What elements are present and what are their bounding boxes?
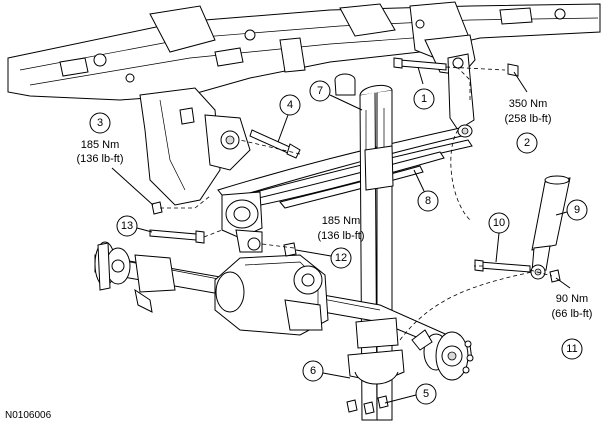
callout-1: 1	[413, 66, 435, 110]
spring-front-eye	[221, 191, 263, 253]
frame-rail	[7, 1, 601, 101]
rear-shackle-bracket	[424, 34, 476, 131]
front-spring-hanger	[139, 87, 251, 206]
callout-4: 4	[277, 94, 301, 143]
figure-id-code: N0106006	[5, 410, 52, 421]
callout-13: 13	[116, 215, 153, 237]
callout-12-label: 12	[335, 252, 347, 264]
shock-absorber	[530, 175, 571, 280]
callout-5-label: 5	[423, 388, 429, 400]
callout-3: 3 185 Nm (136 lb-ft)	[76, 112, 154, 206]
callout-8: 8	[413, 169, 439, 212]
assembly-paths	[160, 66, 553, 341]
callout-11: 90 Nm (66 lb-ft) 11	[552, 277, 593, 360]
callout-11-label: 11	[566, 343, 577, 355]
fasteners	[149, 57, 561, 415]
callout-6: 6	[302, 360, 351, 382]
callout-12: 185 Nm (136 lb-ft) 12	[295, 215, 365, 269]
callout-8-label: 8	[425, 195, 431, 207]
callout-3-torque-lbft: (136 lb-ft)	[76, 153, 123, 165]
callout-11-torque-lbft: (66 lb-ft)	[552, 308, 593, 320]
callout-1-label: 1	[421, 93, 427, 105]
callout-9-label: 9	[574, 204, 580, 216]
axle-housing	[94, 241, 473, 361]
callout-2-torque-nm: 350 Nm	[509, 98, 548, 110]
callout-2-torque-lbft: (258 lb-ft)	[504, 113, 551, 125]
wheel-hub	[411, 329, 474, 381]
callout-13-label: 13	[121, 220, 133, 232]
callout-6-label: 6	[310, 365, 316, 377]
callout-7: 7	[309, 80, 363, 111]
callout-7-label: 7	[317, 85, 323, 97]
callout-3-label: 3	[97, 117, 103, 129]
callout-2: 350 Nm (258 lb-ft) 2	[504, 71, 552, 154]
differential	[214, 254, 329, 336]
callout-2-label: 2	[524, 137, 530, 149]
callout-5: 5	[384, 383, 437, 405]
callout-10-label: 10	[493, 217, 505, 229]
callout-3-torque-nm: 185 Nm	[81, 139, 120, 151]
callout-11-torque-nm: 90 Nm	[556, 293, 588, 305]
callout-4-label: 4	[287, 99, 293, 111]
callout-9: 9	[555, 199, 588, 221]
spring-plate	[347, 317, 405, 385]
callout-10: 10	[488, 212, 510, 263]
callout-12-torque-lbft: (136 lb-ft)	[317, 230, 364, 242]
callout-12-torque-nm: 185 Nm	[322, 215, 361, 227]
